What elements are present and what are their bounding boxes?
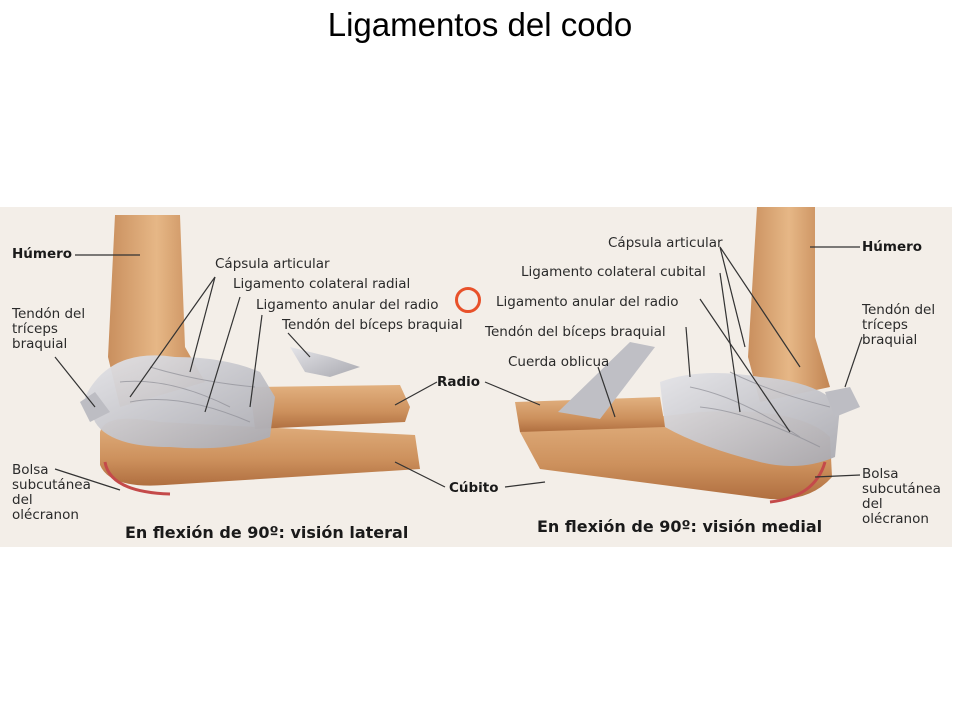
label-lateral-humero: Húmero xyxy=(12,246,73,262)
label-medial-humero: Húmero xyxy=(862,239,923,255)
label-lateral-anular: Ligamento anular del radio xyxy=(256,297,439,313)
lateral-ligament-mass xyxy=(85,355,275,449)
label-medial-triceps: Tendón del tríceps braquial xyxy=(862,302,936,348)
caption-lateral: En flexión de 90º: visión lateral xyxy=(125,523,409,542)
label-medial-biceps: Tendón del bíceps braquial xyxy=(485,324,666,340)
label-lateral-colateral: Ligamento colateral radial xyxy=(233,276,411,292)
label-lateral-capsula: Cápsula articular xyxy=(215,256,330,272)
anatomy-plate: Húmero Cápsula articular Ligamento colat… xyxy=(0,207,952,547)
lateral-elbow xyxy=(80,215,420,496)
slide-title: Ligamentos del codo xyxy=(327,6,633,43)
label-medial-cuerda: Cuerda oblicua xyxy=(508,354,610,370)
medial-triceps-tendon xyxy=(825,387,860,417)
lateral-bursa xyxy=(103,461,171,496)
medial-ligament-mass xyxy=(660,373,840,466)
leader-lines xyxy=(54,246,863,491)
lateral-radius xyxy=(250,385,410,429)
label-lateral-cubito: Cúbito xyxy=(449,480,499,496)
label-lateral-biceps: Tendón del bíceps braquial xyxy=(282,317,463,333)
anatomy-illustration xyxy=(54,207,863,504)
label-medial-bolsa: Bolsa subcutánea del olécranon xyxy=(862,466,941,527)
medial-bursa xyxy=(769,461,827,504)
lateral-biceps-tendon xyxy=(290,347,360,377)
marker-circle-icon xyxy=(455,287,481,313)
label-lateral-bolsa: Bolsa subcutánea del olécranon xyxy=(12,462,91,523)
label-lateral-radio: Radio xyxy=(437,374,481,390)
label-medial-anular: Ligamento anular del radio xyxy=(496,294,679,310)
medial-elbow xyxy=(515,207,860,504)
label-medial-capsula: Cápsula articular xyxy=(608,235,723,251)
medial-humerus xyxy=(748,207,830,402)
label-medial-colateral: Ligamento colateral cubital xyxy=(521,264,706,280)
caption-medial: En flexión de 90º: visión medial xyxy=(537,517,823,536)
medial-oblique-cord xyxy=(558,342,655,419)
label-lateral-triceps: Tendón del tríceps braquial xyxy=(12,306,86,352)
